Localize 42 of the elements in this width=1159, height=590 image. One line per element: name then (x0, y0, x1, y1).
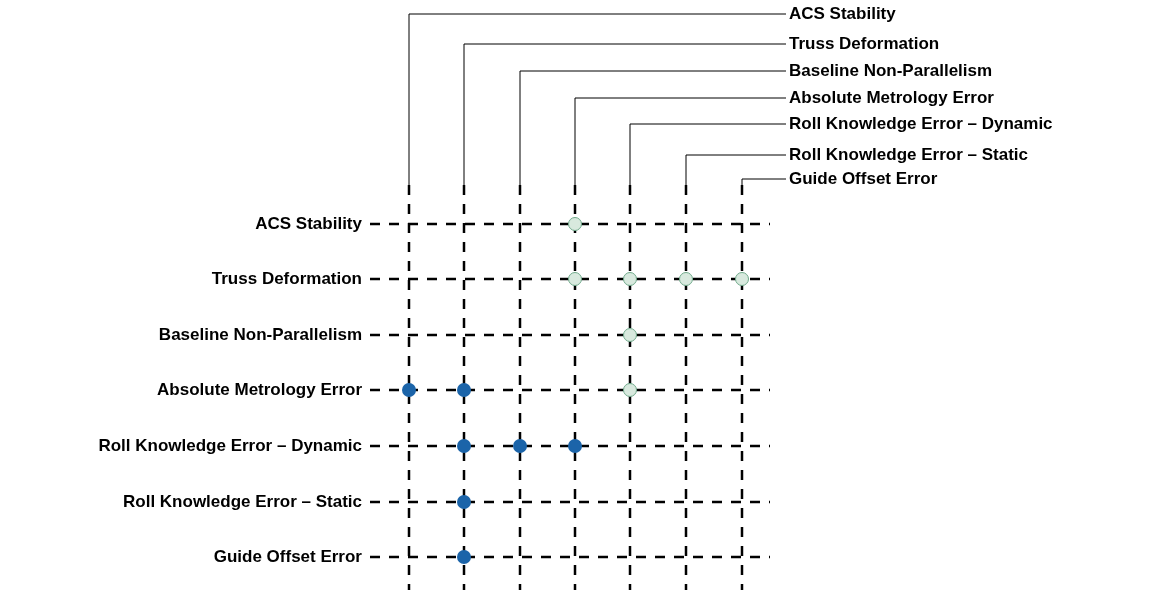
dot-marker (457, 383, 471, 397)
leader-line (519, 70, 787, 186)
dot-marker (623, 272, 637, 286)
row-label: Truss Deformation (211, 269, 362, 289)
column-heading: Baseline Non-Parallelism (789, 61, 993, 81)
row-label: Roll Knowledge Error – Static (123, 492, 362, 512)
leader-line (463, 43, 787, 186)
dot-marker (402, 383, 416, 397)
leader-line (685, 154, 787, 186)
leader-line (629, 123, 787, 186)
leader-line (574, 97, 787, 186)
dot-marker (513, 439, 527, 453)
row-label: Guide Offset Error (213, 547, 362, 567)
column-heading: Absolute Metrology Error (789, 88, 994, 108)
dot-marker (623, 328, 637, 342)
column-heading: Roll Knowledge Error – Static (789, 145, 1028, 165)
dot-marker (568, 217, 582, 231)
dot-marker (457, 439, 471, 453)
dot-marker (735, 272, 749, 286)
dot-marker (623, 383, 637, 397)
dot-marker (568, 272, 582, 286)
dot-marker (568, 439, 582, 453)
column-heading: Guide Offset Error (789, 169, 938, 189)
column-line (573, 185, 577, 590)
column-line (518, 185, 522, 590)
dot-marker (457, 495, 471, 509)
column-heading: ACS Stability (789, 4, 896, 24)
column-line (628, 185, 632, 590)
dot-marker (679, 272, 693, 286)
leader-line (408, 13, 787, 186)
leader-line (741, 178, 787, 186)
column-line (684, 185, 688, 590)
row-label: Roll Knowledge Error – Dynamic (98, 436, 362, 456)
row-label: Baseline Non-Parallelism (158, 325, 362, 345)
column-heading: Roll Knowledge Error – Dynamic (789, 114, 1053, 134)
row-label: Absolute Metrology Error (157, 380, 362, 400)
column-line (407, 185, 411, 590)
row-label: ACS Stability (255, 214, 362, 234)
column-line (462, 185, 466, 590)
dot-marker (457, 550, 471, 564)
column-line (740, 185, 744, 590)
column-heading: Truss Deformation (789, 34, 940, 54)
